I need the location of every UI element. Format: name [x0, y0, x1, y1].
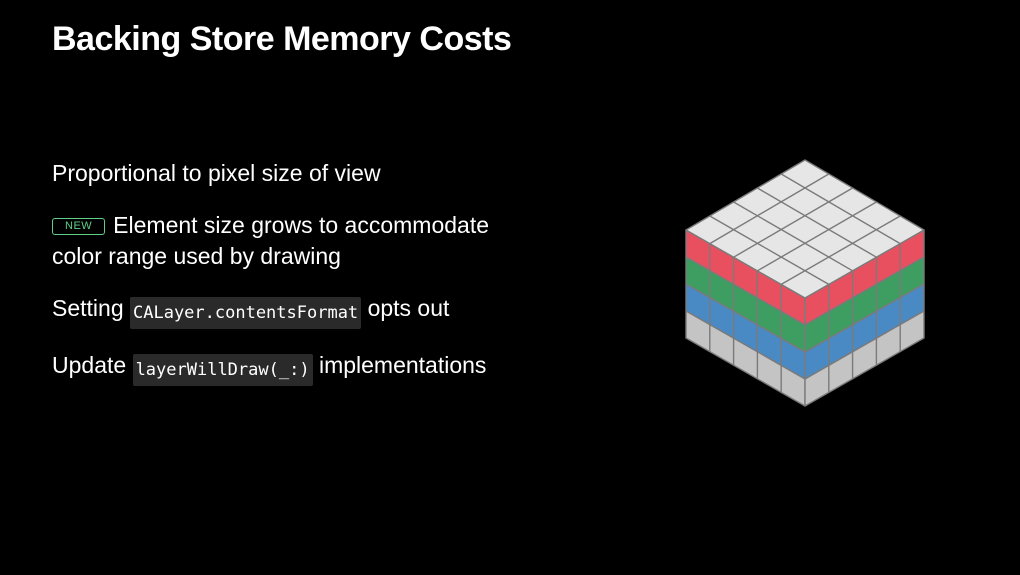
bullet-contents-format: Setting CALayer.contentsFormat opts out: [52, 293, 572, 329]
cube-top-face: [685, 159, 925, 299]
bullet-layer-will-draw: Update layerWillDraw(_:) implementations: [52, 350, 572, 386]
bullet-text-line2: color range used by drawing: [52, 243, 341, 269]
bullet-text: Proportional to pixel size of view: [52, 160, 381, 186]
code-contents-format: CALayer.contentsFormat: [130, 297, 362, 329]
cube-grid-line: [757, 187, 877, 258]
cube-grid-line: [780, 173, 901, 245]
bullet-text-after: implementations: [318, 352, 487, 378]
cube-grid-line: [780, 215, 901, 286]
bullet-text-before: Setting: [52, 295, 124, 321]
cube-grid-line: [709, 215, 830, 286]
bullet-list: Proportional to pixel size of view NEW El…: [52, 158, 572, 407]
code-layer-will-draw: layerWillDraw(_:): [132, 354, 313, 386]
pixel-cube-illustration: [685, 159, 925, 407]
cube-grid-line: [733, 187, 853, 258]
bullet-text-after: opts out: [367, 295, 450, 321]
new-badge: NEW: [52, 218, 106, 235]
cube-layer-3-right-face: [804, 310, 925, 407]
bullet-element-size: NEW Element size grows to accommodate col…: [52, 210, 572, 272]
cube-grid-line: [757, 201, 877, 272]
bullet-proportional: Proportional to pixel size of view: [52, 158, 572, 189]
bullet-text-before: Update: [52, 352, 127, 378]
cube-grid-line: [709, 173, 830, 245]
cube-grid-line: [733, 201, 853, 272]
bullet-text-line1: Element size grows to accommodate: [113, 212, 489, 238]
slide-title: Backing Store Memory Costs: [52, 20, 512, 58]
